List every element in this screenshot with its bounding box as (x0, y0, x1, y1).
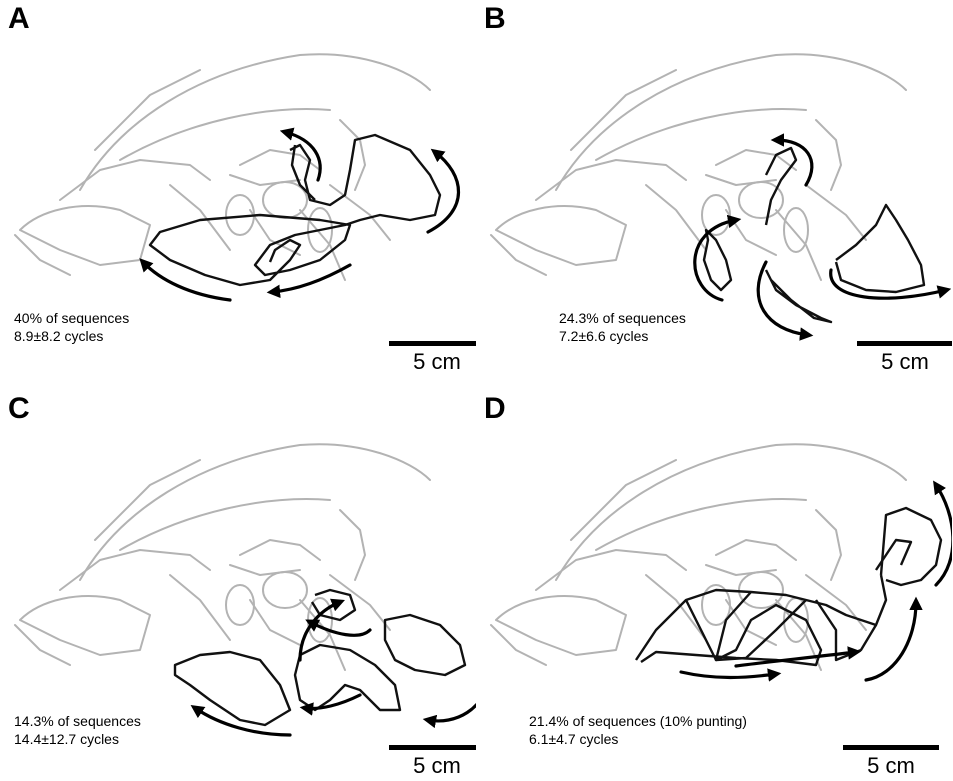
scale-bar-label-a: 5 cm (389, 349, 476, 375)
trajectory-b (704, 148, 924, 322)
trajectory-d (636, 508, 941, 665)
panel-label-b: B (484, 2, 506, 36)
sequence-percent-c: 14.3% of sequences (14, 712, 141, 730)
sequence-percent-b: 24.3% of sequences (559, 309, 686, 327)
scale-bar-line-a (389, 341, 476, 346)
direction-arrows-b (695, 140, 946, 335)
panel-stats-a: 40% of sequences 8.9±8.2 cycles (14, 309, 129, 345)
scale-bar-c: 5 cm (389, 745, 476, 779)
direction-arrows-a (143, 132, 459, 300)
scale-bar-label-c: 5 cm (389, 753, 476, 779)
trajectory-a (150, 135, 440, 285)
scale-bar-label-d: 5 cm (843, 753, 939, 779)
panel-stats-b: 24.3% of sequences 7.2±6.6 cycles (559, 309, 686, 345)
panel-c: C 14.3% of sequences 14.4±12.7 cycles 5 … (0, 390, 476, 780)
scale-bar-d: 5 cm (843, 745, 939, 779)
cycle-count-b: 7.2±6.6 cycles (559, 327, 686, 345)
panel-stats-d: 21.4% of sequences (10% punting) 6.1±4.7… (529, 712, 747, 748)
scale-bar-b: 5 cm (857, 341, 952, 375)
panel-stats-c: 14.3% of sequences 14.4±12.7 cycles (14, 712, 141, 748)
trajectory-c (175, 590, 465, 725)
crab-outline-d (491, 444, 906, 670)
scale-bar-line-c (389, 745, 476, 750)
panel-b-drawing (476, 0, 952, 390)
panel-d: D 21.4% of sequences (10% punting) 6.1±4… (476, 390, 952, 780)
panel-label-d: D (484, 392, 506, 426)
cycle-count-d: 6.1±4.7 cycles (529, 730, 747, 748)
crab-outline-c (15, 444, 430, 670)
sequence-percent-a: 40% of sequences (14, 309, 129, 327)
panel-a: A 40% of sequences 8.9±8.2 cycles 5 cm (0, 0, 476, 390)
scale-bar-line-b (857, 341, 952, 346)
scale-bar-line-d (843, 745, 939, 750)
cycle-count-c: 14.4±12.7 cycles (14, 730, 141, 748)
panel-label-c: C (8, 392, 30, 426)
panel-b: B 24.3% of sequences 7.2±6.6 cycles 5 cm (476, 0, 952, 390)
scale-bar-a: 5 cm (389, 341, 476, 375)
sequence-percent-d: 21.4% of sequences (10% punting) (529, 712, 747, 730)
cycle-count-a: 8.9±8.2 cycles (14, 327, 129, 345)
panel-label-a: A (8, 2, 30, 36)
crab-outline-a (15, 54, 430, 280)
scale-bar-label-b: 5 cm (857, 349, 952, 375)
